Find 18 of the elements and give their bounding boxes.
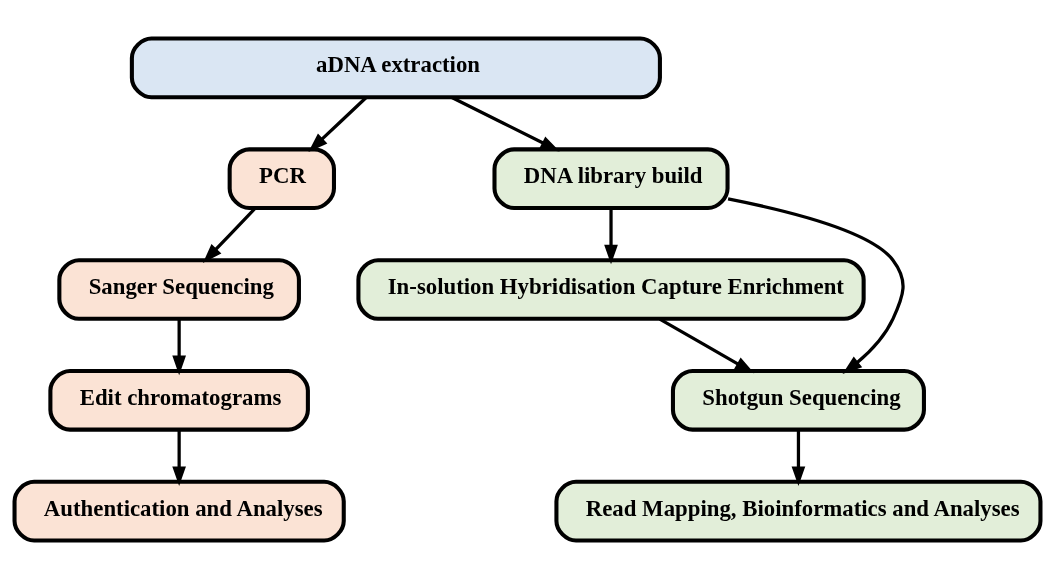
- arrow: [604, 208, 618, 265]
- node-box: In-solution Hybridisation Capture Enrichment: [356, 258, 866, 321]
- arrow: [202, 207, 256, 263]
- arrow: [451, 96, 560, 152]
- arrow: [658, 317, 755, 374]
- arrow: [172, 319, 186, 376]
- node-box: Authentication and Analyses: [12, 479, 346, 543]
- arrow: [727, 197, 905, 374]
- node-box: aDNA extraction: [129, 36, 662, 100]
- node-box: Edit chromatograms: [48, 368, 310, 432]
- node-box: Read Mapping, Bioinformatics and Analyses: [554, 479, 1043, 543]
- node-box: DNA library build: [492, 147, 730, 211]
- arrow: [791, 430, 806, 486]
- node-box: Sanger Sequencing: [57, 258, 301, 321]
- node-box: Shotgun Sequencing: [670, 368, 926, 432]
- node-box: PCR: [227, 147, 336, 211]
- arrow: [308, 96, 368, 152]
- arrow: [172, 430, 186, 486]
